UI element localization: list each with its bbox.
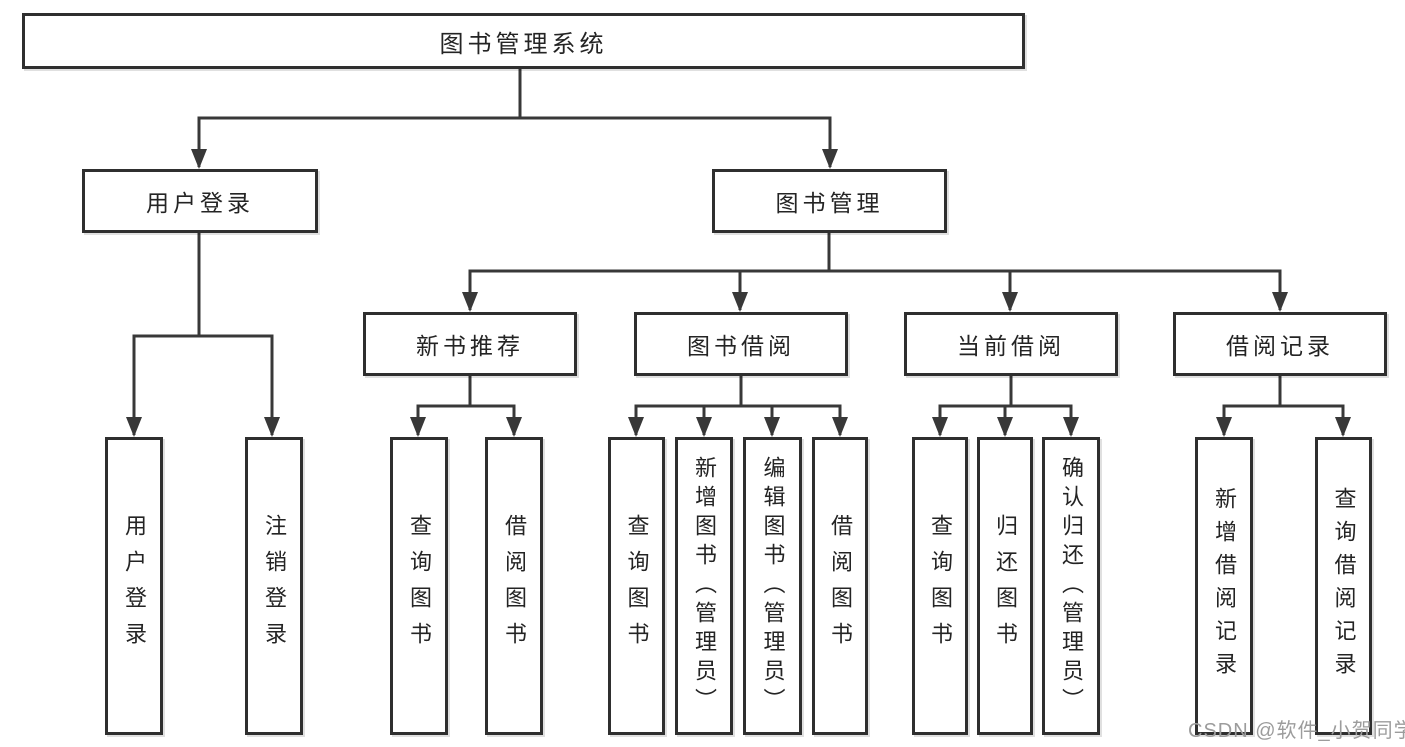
node-leaf-user-login-label: 用户登录 (122, 514, 147, 658)
node-borrow-records-label: 借阅记录 (1226, 333, 1334, 359)
node-leaf-rec-borrow-book: 借阅图书 (485, 437, 543, 735)
node-leaf-bor-add-book: 新增图书（管理员） (675, 437, 733, 735)
node-leaf-log-query-record-label: 查询借阅记录 (1331, 487, 1357, 685)
node-leaf-log-query-record: 查询借阅记录 (1315, 437, 1372, 735)
watermark: CSDN @软件_小贺同学 (1188, 720, 1405, 742)
connector-user-login-branch (126, 233, 280, 437)
node-book-mgmt-label: 图书管理 (775, 190, 884, 216)
node-leaf-log-add-record: 新增借阅记录 (1195, 437, 1253, 735)
node-leaf-cur-query-book: 查询图书 (912, 437, 968, 735)
node-leaf-cur-return-book: 归还图书 (977, 437, 1033, 735)
node-leaf-cur-confirm-return: 确认归还（管理员） (1042, 437, 1100, 735)
node-leaf-log-add-record-label: 新增借阅记录 (1212, 487, 1237, 685)
node-leaf-bor-edit-book: 编辑图书（管理员） (743, 437, 802, 735)
node-leaf-bor-edit-book-label: 编辑图书（管理员） (760, 455, 786, 717)
node-leaf-rec-borrow-book-label: 借阅图书 (502, 514, 527, 658)
node-book-mgmt: 图书管理 (712, 169, 947, 233)
connector-book-borrow-branch (628, 376, 848, 437)
node-leaf-logout: 注销登录 (245, 437, 303, 735)
node-leaf-bor-borrow-book-label: 借阅图书 (828, 514, 853, 658)
node-leaf-bor-add-book-label: 新增图书（管理员） (692, 455, 717, 717)
node-current-borrow-label: 当前借阅 (957, 333, 1065, 359)
node-leaf-bor-borrow-book: 借阅图书 (812, 437, 868, 735)
node-book-borrow: 图书借阅 (634, 312, 848, 376)
node-leaf-rec-query-book: 查询图书 (390, 437, 448, 735)
node-leaf-cur-confirm-return-label: 确认归还（管理员） (1059, 455, 1084, 717)
node-leaf-user-login: 用户登录 (105, 437, 163, 735)
node-leaf-cur-return-book-label: 归还图书 (993, 514, 1018, 658)
node-leaf-bor-query-book-label: 查询图书 (624, 514, 650, 658)
node-leaf-bor-query-book: 查询图书 (608, 437, 665, 735)
node-leaf-cur-query-book-label: 查询图书 (928, 514, 953, 658)
connector-current-borrow-branch (932, 376, 1079, 437)
node-leaf-logout-label: 注销登录 (262, 514, 287, 658)
node-new-book-rec: 新书推荐 (363, 312, 577, 376)
connector-borrow-records-branch (1216, 376, 1351, 437)
node-user-login-label: 用户登录 (146, 190, 254, 216)
node-book-borrow-label: 图书借阅 (687, 333, 795, 359)
node-new-book-rec-label: 新书推荐 (416, 333, 524, 359)
node-root-label: 图书管理系统 (439, 30, 608, 58)
connector-root-to-level2 (191, 69, 838, 169)
node-borrow-records: 借阅记录 (1173, 312, 1387, 376)
connector-book-mgmt-branch (462, 233, 1288, 312)
node-user-login: 用户登录 (82, 169, 318, 233)
node-current-borrow: 当前借阅 (904, 312, 1118, 376)
connector-new-book-rec-branch (410, 376, 522, 437)
node-leaf-rec-query-book-label: 查询图书 (407, 514, 432, 658)
node-root: 图书管理系统 (22, 13, 1025, 69)
